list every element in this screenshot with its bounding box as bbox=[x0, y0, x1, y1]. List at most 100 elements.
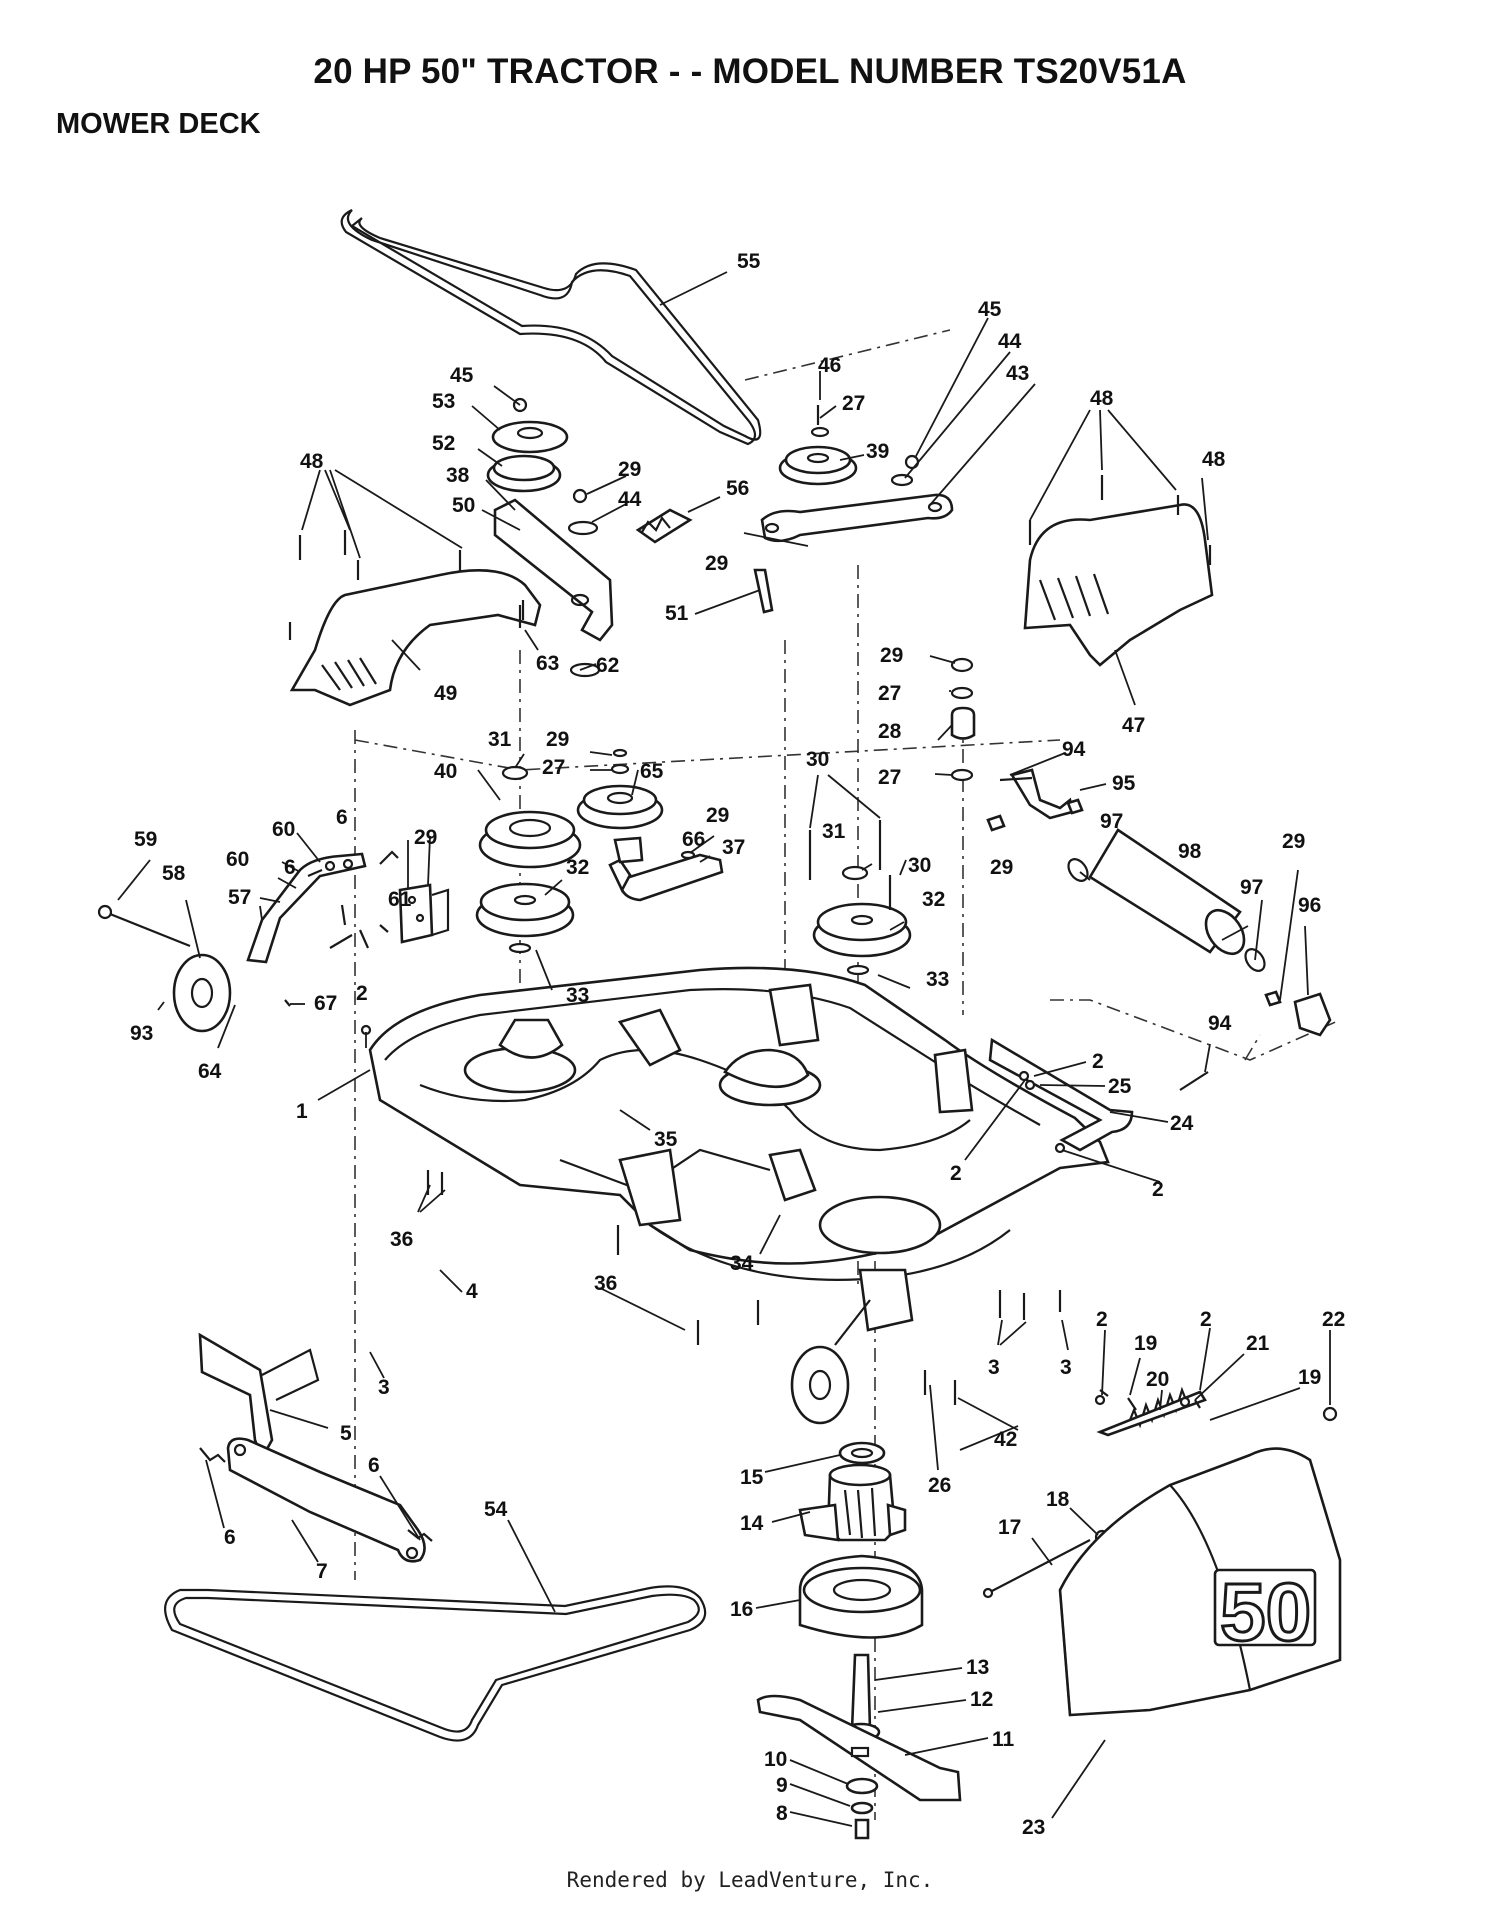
callout-label: 24 bbox=[1170, 1112, 1194, 1135]
callout-label: 59 bbox=[134, 828, 157, 851]
callout-label: 5 bbox=[340, 1422, 352, 1445]
idler-pulley-53 bbox=[491, 420, 569, 454]
callout-label: 94 bbox=[1208, 1012, 1232, 1035]
callout-label: 2 bbox=[1200, 1308, 1212, 1331]
idler-bracket-50 bbox=[493, 498, 614, 642]
idler-arm-43 bbox=[760, 493, 954, 543]
discharge-chute-23: 50 bbox=[1058, 1447, 1342, 1717]
callout-label: 28 bbox=[878, 720, 902, 743]
deck-belt-lower bbox=[164, 1585, 707, 1742]
callout-label: 57 bbox=[228, 886, 251, 909]
callout-label: 48 bbox=[1090, 387, 1114, 410]
link-arm-57 bbox=[246, 852, 367, 964]
mower-deck-housing bbox=[368, 966, 1110, 1425]
deck-size-badge: 50 bbox=[1220, 1567, 1311, 1658]
mower-blade-11 bbox=[756, 1694, 962, 1802]
callout-label: 55 bbox=[737, 250, 761, 273]
bracket-66 bbox=[608, 836, 644, 893]
callout-label: 15 bbox=[740, 1466, 764, 1489]
callout-label: 14 bbox=[740, 1512, 764, 1535]
callout-label: 51 bbox=[665, 602, 689, 625]
callout-label: 66 bbox=[682, 828, 705, 851]
callout-label: 29 bbox=[705, 552, 728, 575]
lift-arm-7 bbox=[226, 1437, 426, 1563]
callout-label: 35 bbox=[654, 1128, 678, 1151]
callout-label: 4 bbox=[466, 1280, 478, 1303]
callout-label: 54 bbox=[484, 1498, 508, 1521]
footer-credit: Rendered by LeadVenture, Inc. bbox=[566, 1868, 934, 1892]
callout-label: 29 bbox=[1282, 830, 1305, 853]
callout-label: 3 bbox=[378, 1376, 390, 1399]
lift-bracket-96 bbox=[1293, 992, 1332, 1037]
callout-label: 29 bbox=[880, 644, 903, 667]
bolt-8 bbox=[854, 1818, 870, 1840]
spindle-housing-14 bbox=[798, 1463, 907, 1542]
callout-label: 29 bbox=[990, 856, 1013, 879]
callout-label: 21 bbox=[1246, 1332, 1270, 1355]
callout-label: 34 bbox=[730, 1252, 754, 1275]
callout-label: 36 bbox=[390, 1228, 413, 1251]
callout-label: 33 bbox=[566, 984, 589, 1007]
callout-label: 52 bbox=[432, 432, 455, 455]
gauge-wheel-58 bbox=[172, 953, 232, 1033]
callout-label: 31 bbox=[488, 728, 512, 751]
callout-label: 6 bbox=[284, 856, 296, 879]
callout-label: 29 bbox=[546, 728, 569, 751]
callout-label: 3 bbox=[1060, 1356, 1072, 1379]
callout-label: 17 bbox=[998, 1516, 1021, 1539]
callout-label: 6 bbox=[336, 806, 348, 829]
spacer-cylinder-98 bbox=[1067, 828, 1266, 972]
lift-bracket-95 bbox=[999, 768, 1074, 820]
callout-label: 2 bbox=[1092, 1050, 1104, 1073]
page-title: 20 HP 50" TRACTOR - - MODEL NUMBER TS20V… bbox=[313, 52, 1187, 91]
idler-pulley-39 bbox=[778, 445, 858, 486]
callout-label: 60 bbox=[272, 818, 295, 841]
callout-label: 63 bbox=[536, 652, 559, 675]
right-belt-cover bbox=[1023, 503, 1214, 667]
washer-10 bbox=[845, 1777, 879, 1795]
callout-label: 44 bbox=[998, 330, 1022, 353]
callout-label: 61 bbox=[388, 888, 412, 911]
callout-label: 40 bbox=[434, 760, 457, 783]
callout-label: 96 bbox=[1298, 894, 1321, 917]
idler-pulley-65 bbox=[576, 784, 664, 830]
spindle-pulley-right-32 bbox=[812, 902, 912, 958]
leader-lines bbox=[117, 271, 1331, 1827]
callout-label: 33 bbox=[926, 968, 949, 991]
callout-label: 27 bbox=[878, 766, 901, 789]
callout-label: 46 bbox=[818, 354, 841, 377]
washer-22 bbox=[1322, 1406, 1338, 1422]
callout-label: 60 bbox=[226, 848, 249, 871]
callout-label: 97 bbox=[1240, 876, 1263, 899]
callout-label: 13 bbox=[966, 1656, 989, 1679]
lift-link-5 bbox=[198, 1332, 320, 1462]
callout-labels: 55 45 53 52 38 50 29 44 56 46 27 39 45 4… bbox=[130, 250, 1345, 1839]
callout-label: 26 bbox=[928, 1474, 951, 1497]
callout-label: 38 bbox=[446, 464, 470, 487]
callout-label: 29 bbox=[618, 458, 641, 481]
callout-label: 49 bbox=[434, 682, 457, 705]
callout-label: 48 bbox=[1202, 448, 1226, 471]
callout-label: 50 bbox=[452, 494, 475, 517]
callout-label: 95 bbox=[1112, 772, 1136, 795]
left-belt-cover bbox=[289, 569, 542, 707]
callout-label: 25 bbox=[1108, 1075, 1132, 1098]
blade-shield-16 bbox=[798, 1554, 924, 1639]
callout-label: 36 bbox=[594, 1272, 617, 1295]
callout-label: 64 bbox=[198, 1060, 222, 1083]
callout-label: 97 bbox=[1100, 810, 1123, 833]
callout-label: 94 bbox=[1062, 738, 1086, 761]
callout-label: 16 bbox=[730, 1598, 753, 1621]
callout-label: 2 bbox=[1096, 1308, 1108, 1331]
callout-label: 6 bbox=[224, 1526, 236, 1549]
callout-label: 29 bbox=[414, 826, 437, 849]
callout-label: 27 bbox=[542, 756, 565, 779]
callout-label: 37 bbox=[722, 836, 745, 859]
idler-pulley-52 bbox=[486, 454, 562, 493]
callout-label: 2 bbox=[356, 982, 368, 1005]
callout-label: 65 bbox=[640, 760, 664, 783]
callout-label: 98 bbox=[1178, 840, 1202, 863]
callout-label: 11 bbox=[992, 1728, 1015, 1751]
